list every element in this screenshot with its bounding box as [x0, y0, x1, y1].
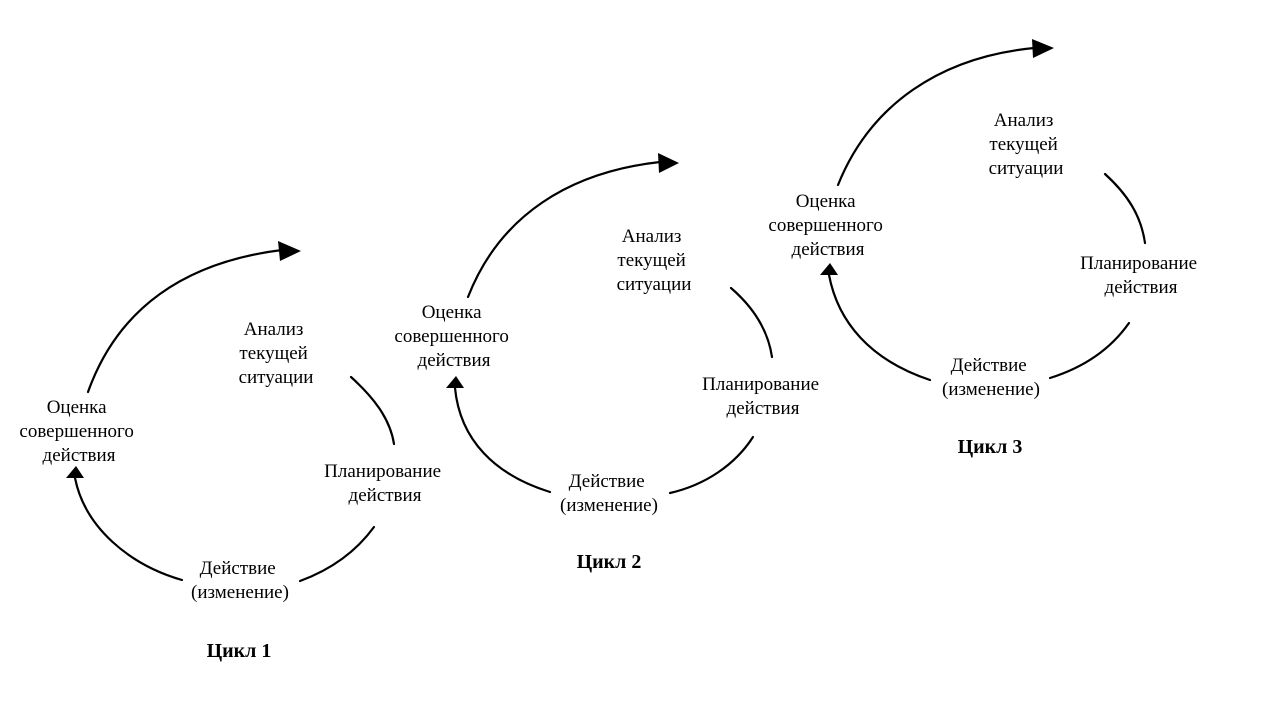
cycle-2-caption: Цикл 2: [577, 551, 642, 573]
cycle-3-arc-evaluation-to-next: [836, 46, 1036, 187]
cycle-2-arrowhead-evaluation: [446, 376, 464, 388]
cycle-1-action-label: Действие (изменение): [191, 558, 289, 603]
cycle-1: Анализ текущей ситуации Планирование дей…: [19, 241, 446, 662]
cycle-3-caption: Цикл 3: [958, 436, 1023, 458]
cycle-3-evaluation-label: Оценка совершенного действия: [768, 191, 887, 260]
cycle-2-arc-analysis-to-planning: [729, 286, 774, 359]
cycle-2-arc-evaluation-to-next: [466, 160, 662, 299]
cycle-2-arc-planning-to-action: [668, 435, 755, 495]
cycle-1-arc-planning-to-action: [298, 525, 376, 583]
cycle-2-arc-action-to-evaluation: [453, 386, 552, 494]
cycle-1-arrowhead-next: [278, 241, 301, 261]
cycle-1-analysis-label: Анализ текущей ситуации: [239, 319, 314, 388]
cycle-3-arc-analysis-to-planning: [1103, 172, 1147, 245]
cycle-3-arc-action-to-evaluation: [827, 273, 932, 382]
cycle-3: Анализ текущей ситуации Планирование дей…: [768, 39, 1202, 458]
cycle-3-arc-planning-to-action: [1048, 321, 1131, 380]
cycle-1-evaluation-label: Оценка совершенного действия: [19, 397, 138, 466]
cycle-3-analysis-label: Анализ текущей ситуации: [989, 110, 1064, 179]
cycle-3-arrowhead-next: [1032, 39, 1054, 58]
cycle-3-action-label: Действие (изменение): [942, 355, 1040, 400]
cycle-3-planning-label: Планирование действия: [1080, 253, 1202, 298]
cycle-1-arrowhead-evaluation: [66, 466, 84, 478]
cycle-2-arrowhead-next: [658, 153, 679, 173]
cycle-3-arrowhead-evaluation: [820, 263, 838, 275]
cycle-2-planning-label: Планирование действия: [702, 374, 824, 419]
cycle-1-planning-label: Планирование действия: [324, 461, 446, 506]
cycle-2-action-label: Действие (изменение): [560, 471, 658, 516]
cycle-1-arc-analysis-to-planning: [349, 375, 396, 446]
cycle-2: Анализ текущей ситуации Планирование дей…: [394, 153, 824, 573]
cycle-2-evaluation-label: Оценка совершенного действия: [394, 302, 513, 371]
cycle-1-arc-action-to-evaluation: [73, 476, 184, 582]
cycle-2-analysis-label: Анализ текущей ситуации: [617, 226, 692, 295]
cycle-1-arc-evaluation-to-next: [86, 248, 284, 394]
cycle-1-caption: Цикл 1: [207, 640, 272, 662]
